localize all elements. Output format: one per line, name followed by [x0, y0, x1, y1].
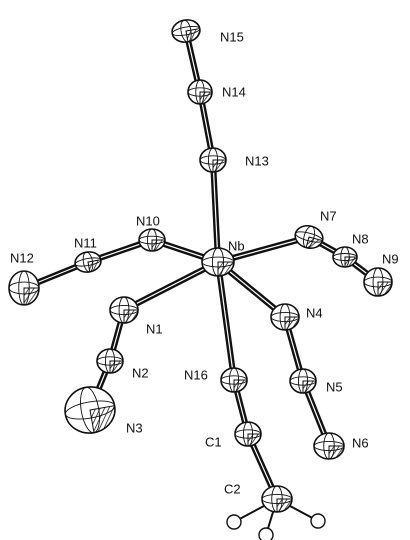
ellipsoid-axis [80, 386, 100, 434]
bond-highlight [123, 261, 219, 311]
ellipsoid-axis [289, 376, 317, 386]
atom-label-nb: Nb [228, 238, 245, 253]
atom-n3 [64, 386, 116, 434]
atom-n6 [313, 432, 345, 460]
ellipsoid-axis [109, 304, 139, 316]
ellipsoid-axis [313, 440, 345, 452]
atom-n13 [199, 147, 227, 173]
hydrogen-atom [226, 514, 242, 530]
atom-n11 [74, 251, 102, 273]
ellipsoid-axis [261, 493, 293, 505]
atom-label-n11: N11 [74, 235, 97, 250]
ellipsoid-axis [180, 19, 192, 43]
ellipsoid-axis [242, 421, 254, 447]
atom-label-n15: N15 [220, 29, 244, 44]
atoms [8, 19, 393, 513]
atom-label-n16: N16 [184, 367, 208, 382]
ellipsoid-axis [372, 267, 384, 297]
atom-n15 [171, 19, 201, 43]
ellipsoid-octant [23, 287, 40, 306]
ellipsoid-axis [82, 251, 94, 273]
ellipsoid-axis [18, 270, 30, 306]
ellipsoid-axis [294, 231, 324, 243]
atom-n5 [289, 368, 317, 394]
atom-c1 [234, 421, 262, 447]
ellipsoid-axis [271, 485, 283, 513]
hydrogen-atom [258, 527, 274, 540]
atom-label-c1: C1 [205, 434, 222, 449]
ellipsoid-axis [104, 348, 116, 374]
atom-nb [201, 247, 235, 277]
atom-label-n14: N14 [222, 84, 246, 99]
ellipsoid-axis [211, 247, 225, 277]
hydrogens [226, 498, 326, 540]
ellipsoid-axis [64, 400, 116, 420]
ellipsoid-axis [363, 276, 393, 288]
ellipsoid-axis [303, 225, 315, 249]
atom-c2 [261, 485, 293, 513]
atom-label-n1: N1 [146, 321, 163, 336]
atom-label-n3: N3 [126, 420, 143, 435]
atom-label-n10: N10 [136, 213, 160, 228]
ellipsoid-axis [234, 429, 262, 439]
ellipsoid-axis [220, 375, 248, 385]
atom-label-n4: N4 [306, 305, 323, 320]
ellipsoid-axis [146, 228, 158, 252]
atom-n16 [220, 367, 248, 393]
ellipsoid-octant [89, 405, 116, 434]
bond-highlight [217, 261, 235, 381]
atom-label-n8: N8 [352, 231, 369, 246]
atom-label-c2: C2 [224, 481, 241, 496]
bond-highlight [212, 159, 219, 263]
ellipsoid-axis [199, 155, 227, 165]
atom-label-n7: N7 [320, 208, 337, 223]
ellipsoid-axis [187, 87, 213, 97]
atom-n7 [294, 224, 324, 250]
atom-label-n13: N13 [245, 153, 269, 168]
hydrogen-atom [310, 513, 326, 529]
atom-n1 [109, 296, 139, 324]
ellipsoid-axis [323, 432, 335, 460]
atom-n14 [187, 79, 213, 105]
ellipsoid-axis [201, 256, 235, 268]
ellipsoid-axis [297, 368, 309, 394]
ellipsoid-axis [332, 253, 358, 261]
ellipsoid-axis [340, 246, 350, 268]
ellipsoid-axis [138, 235, 166, 245]
atom-n2 [96, 348, 124, 374]
atom-label-n6: N6 [352, 435, 369, 450]
atom-n10 [138, 228, 166, 252]
atom-n4 [270, 303, 300, 331]
ellipsoid-axis [74, 257, 102, 267]
atom-n12 [8, 270, 40, 306]
ellipsoid-axis [171, 26, 201, 36]
atom-label-n5: N5 [326, 379, 343, 394]
ellipsoid-axis [207, 147, 219, 173]
ellipsoid-axis [96, 356, 124, 366]
atom-label-n9: N9 [382, 251, 399, 266]
ellipsoid-axis [228, 367, 240, 393]
atom-n8 [332, 246, 358, 268]
ellipsoid-axis [195, 79, 205, 105]
ellipsoid-axis [118, 296, 130, 324]
ellipsoid-axis [270, 311, 300, 323]
atom-n9 [363, 267, 393, 297]
atom-label-n2: N2 [132, 365, 149, 380]
atom-label-n12: N12 [10, 250, 34, 265]
ellipsoid-axis [8, 281, 40, 295]
ellipsoid-axis [279, 303, 291, 331]
